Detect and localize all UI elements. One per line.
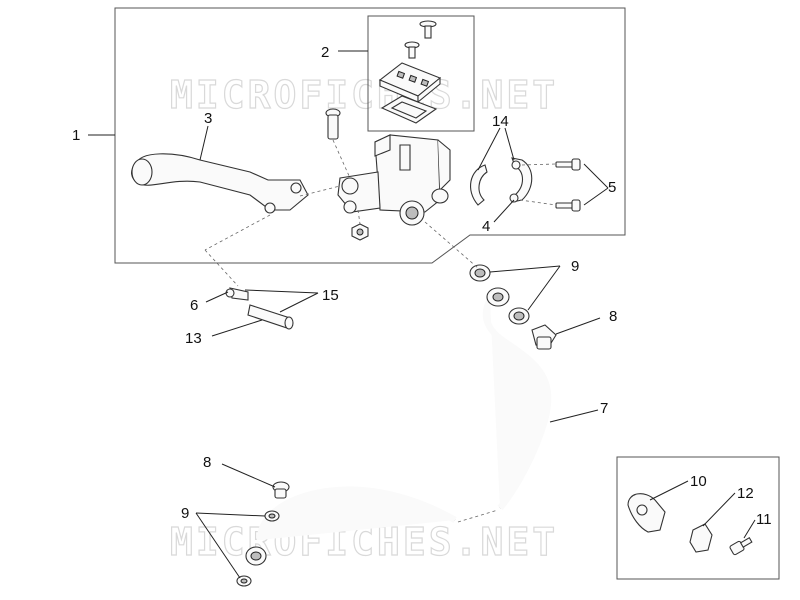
washer-lower-1: [264, 510, 280, 522]
leader-13: [211, 319, 263, 337]
clutch-lever: [131, 153, 309, 214]
hose-clip: [627, 493, 666, 533]
washer-upper-2: [508, 307, 530, 325]
reservoir-cap: [378, 62, 442, 104]
cap-screw-top: [419, 20, 437, 39]
leader-8b: [221, 463, 276, 488]
master-cylinder-body: [337, 134, 451, 226]
dash-pivot: [332, 139, 351, 179]
dash-clamp-lower: [519, 199, 557, 206]
leader-7: [549, 409, 599, 423]
callout-5: 5: [608, 179, 616, 196]
leader-14b: [504, 127, 515, 161]
callout-9-lower: 9: [181, 505, 189, 522]
callout-4: 4: [482, 218, 490, 235]
callout-11: 11: [756, 511, 772, 528]
washer-upper-1: [469, 264, 491, 282]
pivot-bolt: [325, 108, 341, 140]
leader-6: [205, 291, 229, 303]
callout-2: 2: [321, 44, 329, 61]
callout-13: 13: [185, 330, 202, 347]
pushrod: [247, 304, 294, 330]
leader-9d: [195, 512, 241, 579]
watermark-top: MICROFICHES.NET: [170, 73, 558, 117]
callout-3: 3: [204, 110, 212, 127]
leader-8a: [555, 317, 601, 335]
callout-12: 12: [737, 485, 754, 502]
banjo-bolt-lower: [272, 481, 290, 499]
callout-9-upper: 9: [571, 258, 579, 275]
washer-lower-2: [236, 575, 252, 587]
dash-lever-pin-2: [204, 249, 239, 287]
leader-15a: [244, 289, 319, 294]
clip-nut: [689, 523, 713, 553]
leader-14a: [477, 127, 501, 171]
leader-9c: [195, 512, 266, 517]
callout-15: 15: [322, 287, 339, 304]
leader-5a: [583, 163, 609, 189]
leader-15b: [279, 292, 319, 313]
reservoir-gasket: [380, 95, 438, 124]
leader-9b: [527, 265, 561, 311]
callout-1: 1: [72, 127, 80, 144]
dash-hose-top: [424, 221, 479, 269]
callout-7: 7: [600, 400, 608, 417]
clamp-screw-lower: [555, 199, 581, 212]
clamp-screw-upper: [555, 158, 581, 171]
callout-8-upper: 8: [609, 308, 617, 325]
dash-lever-pin: [204, 214, 271, 251]
clutch-hose: [245, 287, 552, 566]
adjuster-pin: [225, 287, 249, 301]
callout-8-lower: 8: [203, 454, 211, 471]
leader-12: [702, 492, 736, 527]
banjo-bolt-upper: [531, 324, 557, 350]
leader-4: [493, 199, 515, 223]
leader-10: [649, 480, 689, 501]
bracket-inset-frame: [616, 456, 780, 580]
dash-hose-join: [457, 509, 499, 523]
leader-3: [199, 125, 209, 161]
dash-lever: [299, 185, 341, 197]
reservoir-inset-frame: [367, 15, 475, 132]
leader-5b: [583, 187, 609, 206]
dash-nut: [357, 209, 361, 225]
callout-14: 14: [492, 113, 509, 130]
leader-9a: [489, 265, 561, 273]
assembly-frame: [114, 7, 626, 264]
callout-10: 10: [690, 473, 707, 490]
callout-6: 6: [190, 297, 198, 314]
leader-11: [743, 519, 756, 539]
clip-screw: [729, 537, 753, 556]
body-nut: [351, 223, 369, 241]
cap-screw-lower: [404, 41, 420, 59]
